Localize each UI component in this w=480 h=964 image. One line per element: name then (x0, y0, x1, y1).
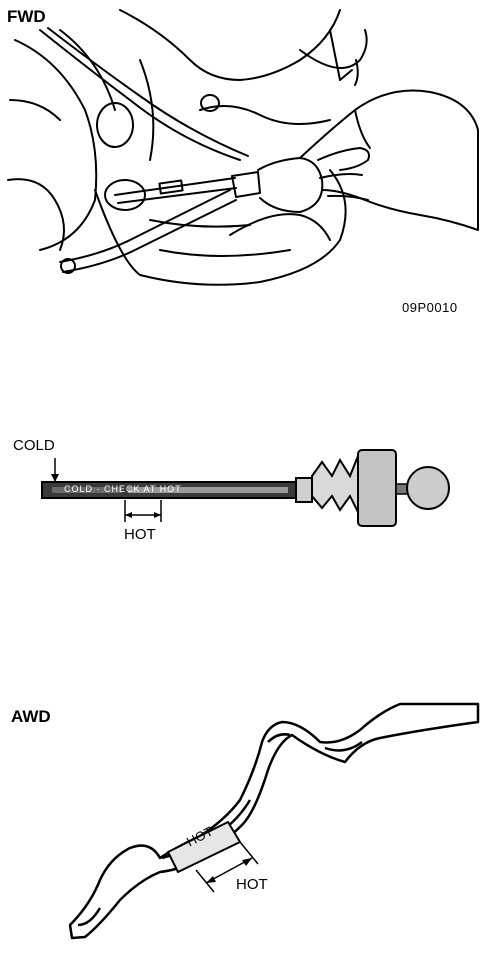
dipstick-handle (357, 449, 397, 527)
hot-range-bracket (124, 500, 162, 522)
dipstick-knob (406, 466, 450, 510)
awd-dipstick-illustration (68, 702, 480, 940)
dipstick-diagram (41, 449, 450, 527)
awd-hot-label: HOT (236, 876, 268, 893)
hot-label: HOT (124, 526, 156, 543)
fwd-figure-code: 09P0010 (402, 300, 458, 315)
dipstick-collar (295, 477, 313, 503)
fwd-illustration (7, 9, 479, 286)
dipstick-seal (311, 455, 361, 513)
cold-label: COLD (13, 437, 55, 454)
dipstick-scale-text: COLD · CHECK AT HOT (64, 484, 182, 494)
awd-title: AWD (11, 707, 51, 726)
fwd-title: FWD (7, 7, 46, 26)
